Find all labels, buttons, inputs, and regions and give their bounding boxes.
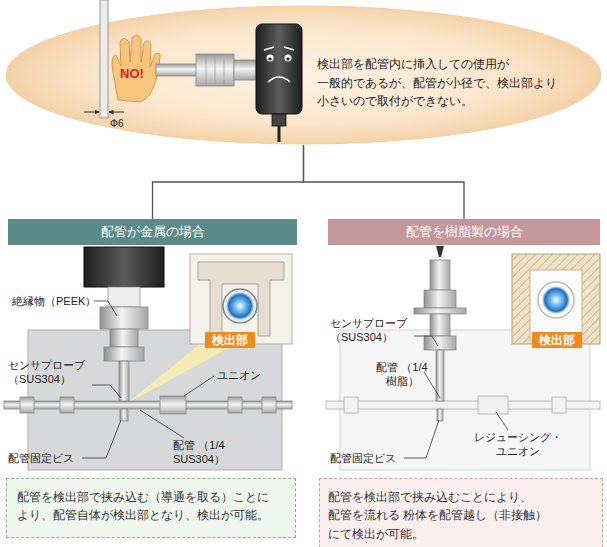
tree-connector [304, 145, 465, 219]
node-text: 配管を検出部で挟み込むことにより、配管を流れる 粉体を配管越し（非接触）にて検出… [328, 488, 594, 543]
metal-pipe [4, 396, 292, 414]
note-ellipse: 検出部を配管内に挿入しての使用が 一般的であるが、配管が小径で、検出部より 小さ… [5, 5, 602, 145]
node-text: 検出部 [205, 332, 255, 348]
part-label: ユニオン [217, 368, 261, 382]
sensor-tag: 検出部 [532, 330, 582, 348]
resin-pipe [326, 396, 600, 414]
detail-inset [512, 254, 600, 344]
resin-block [340, 330, 590, 470]
sensor-probe [414, 246, 466, 421]
warning-text: NO! [120, 66, 144, 83]
node-text: 配管を樹脂製の場合 [406, 219, 523, 245]
metal-block [28, 330, 282, 470]
part-label: レジューシング・ ユニオン [470, 430, 566, 459]
section-band: 配管を樹脂製の場合 [328, 219, 600, 245]
ellipse-outline [5, 5, 602, 145]
node-text: 配管が金属の場合 [101, 219, 205, 245]
leader-lines [82, 301, 214, 458]
node-text: 検出部 [532, 332, 582, 348]
part-label: 配管 （1/4 樹脂） [362, 360, 442, 389]
sensor-probe [84, 247, 164, 421]
node-text: 検出部を配管内に挿入しての使用が 一般的であるが、配管が小径で、検出部より 小さ… [317, 55, 587, 111]
part-label: 配管 （1/4 SUS304） [150, 438, 248, 467]
part-label: センサプローブ （SUS304） [330, 316, 414, 345]
part-label: センサプローブ （SUS304） [8, 358, 92, 387]
note-box: 配管を検出部で挟み込む（導通を取る）ことに より、配管自体が検出部となり、検出が… [6, 478, 296, 538]
note-box: 配管を検出部で挟み込むことにより、配管を流れる 粉体を配管越し（非接触）にて検出… [319, 478, 603, 547]
part-label: 配管固定ビス [330, 451, 396, 465]
section-band: 配管が金属の場合 [8, 219, 297, 245]
sensor-tag: 検出部 [205, 330, 255, 348]
part-label: 絶縁物（PEEK） [12, 294, 96, 308]
dimension: Φ6 [110, 117, 124, 130]
part-label: 配管固定ビス [8, 451, 74, 465]
detail-inset [190, 254, 292, 344]
tree-connector [153, 145, 304, 219]
node-text: 配管を検出部で挟み込む（導通を取る）ことに より、配管自体が検出部となり、検出が… [17, 488, 285, 525]
